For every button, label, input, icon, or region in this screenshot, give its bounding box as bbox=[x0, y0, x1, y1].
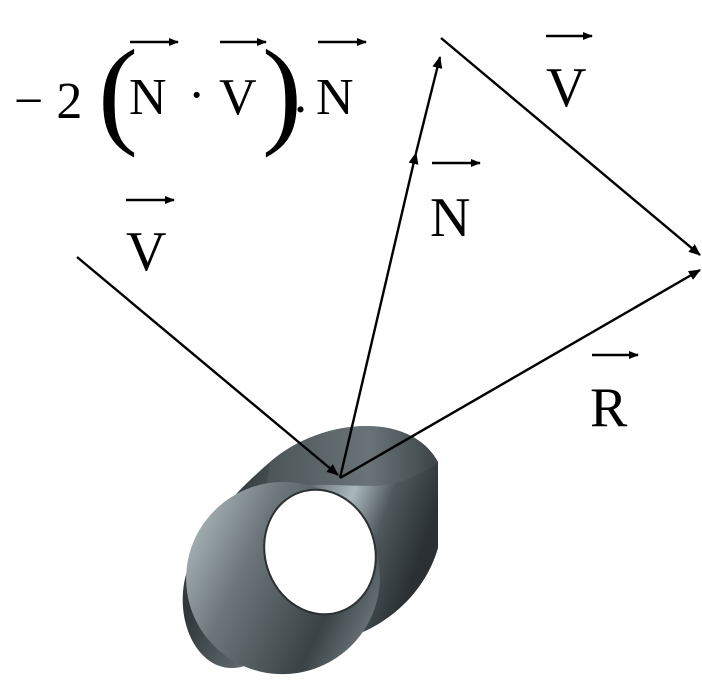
formula-first-label: N bbox=[129, 69, 167, 126]
normal-label: N bbox=[430, 159, 481, 249]
reflection-formula: − 2 ( N · V ) . N bbox=[14, 25, 367, 158]
normal-vector-arrow bbox=[338, 152, 419, 479]
formula-period: . bbox=[294, 67, 307, 124]
scaled-normal-vector-arrow bbox=[414, 56, 443, 154]
formula-dot: · bbox=[188, 67, 205, 124]
formula-third-label: N bbox=[316, 69, 354, 126]
incident-vector-arrow bbox=[76, 256, 339, 476]
incident-letter: V bbox=[126, 221, 166, 283]
formula-left-paren: ( bbox=[98, 25, 138, 158]
surface-cylinder-icon bbox=[182, 425, 438, 675]
formula-minus-two: − 2 bbox=[14, 73, 82, 130]
translated-incident-letter: V bbox=[546, 57, 586, 119]
formula-right-paren: ) bbox=[262, 25, 302, 158]
translated-incident-label: V bbox=[546, 32, 593, 119]
reflected-letter: R bbox=[590, 377, 628, 439]
normal-letter: N bbox=[430, 187, 470, 249]
reflected-label: R bbox=[590, 351, 639, 439]
formula-second-label: V bbox=[219, 69, 257, 126]
incident-label: V bbox=[126, 196, 175, 283]
translated-incident-vector-arrow bbox=[440, 37, 701, 256]
reflected-vector-arrow bbox=[339, 268, 701, 480]
